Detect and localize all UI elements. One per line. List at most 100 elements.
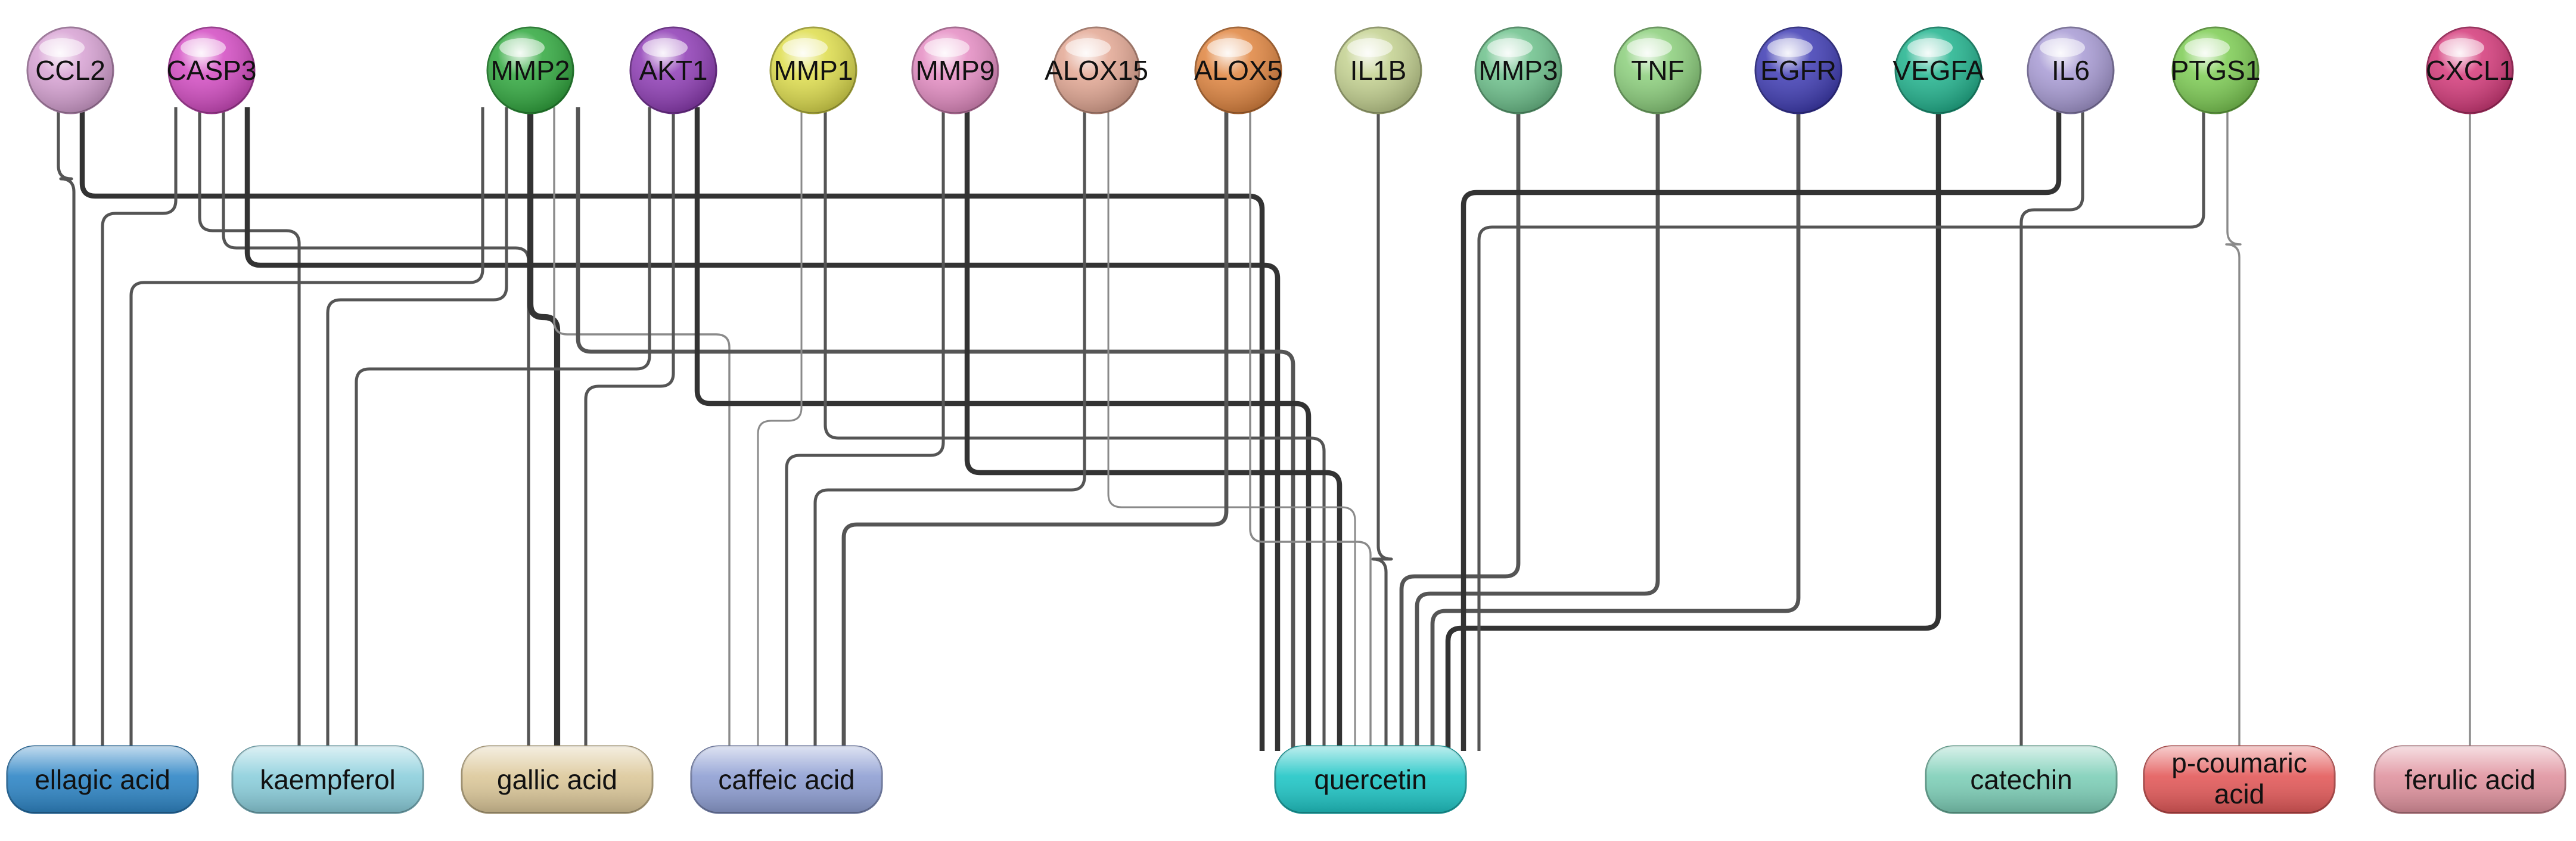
compound-label: catechin xyxy=(1970,764,2072,795)
compound-node-quercetin[interactable]: quercetin xyxy=(1274,745,1467,814)
compound-node-gallic[interactable]: gallic acid xyxy=(461,745,654,814)
gene-node-mmp3[interactable]: MMP3 xyxy=(1474,26,1562,114)
edge-mmp2-ellagic xyxy=(129,107,484,751)
compound-label: gallic acid xyxy=(497,764,617,795)
edge-akt1-gallic xyxy=(584,107,675,751)
compound-nodes: ellagic acid kaempferol gallic acid caffeic… xyxy=(6,745,2566,814)
gene-sphere-highlight xyxy=(1207,38,1253,57)
compound-label: kaempferol xyxy=(260,764,396,795)
edge-mmp1-caffeic xyxy=(757,107,803,751)
edge-mmp2-caffeic xyxy=(553,107,731,751)
compound-label: quercetin xyxy=(1314,764,1427,795)
compound-node-caffeic[interactable]: caffeic acid xyxy=(690,745,883,814)
gene-label: CASP3 xyxy=(167,55,257,86)
gene-label: ALOX5 xyxy=(1194,55,1282,86)
gene-node-alox15[interactable]: ALOX15 xyxy=(1045,26,1148,114)
compound-label: caffeic acid xyxy=(718,764,854,795)
edge-mmp1-quercetin xyxy=(824,107,1326,751)
edge-ccl2-ellagic xyxy=(57,107,76,751)
gene-sphere-highlight xyxy=(1065,38,1111,57)
compound-node-kaempferol[interactable]: kaempferol xyxy=(231,745,424,814)
compound-node-catechin[interactable]: catechin xyxy=(1925,745,2118,814)
gene-node-tnf[interactable]: TNF xyxy=(1614,26,1702,114)
edge-il6-catechin xyxy=(2019,107,2084,751)
gene-nodes: CCL2 CASP3 MMP2 AKT1 MMP1 MMP9 ALOX15 ALOX5 IL1B… xyxy=(26,26,2514,114)
edge-mmp9-caffeic xyxy=(785,107,945,751)
gene-node-egfr[interactable]: EGFR xyxy=(1754,26,1842,114)
gene-label: AKT1 xyxy=(639,55,707,86)
edge-ptgs1-quercetin xyxy=(1477,107,2205,751)
gene-sphere-highlight xyxy=(181,38,226,57)
gene-label: PTGS1 xyxy=(2171,55,2261,86)
compound-label: ferulic acid xyxy=(2404,764,2535,795)
gene-node-mmp1[interactable]: MMP1 xyxy=(769,26,857,114)
gene-sphere-highlight xyxy=(499,38,545,57)
gene-node-vegfa[interactable]: VEGFA xyxy=(1893,26,1984,114)
gene-node-il1b[interactable]: IL1B xyxy=(1334,26,1422,114)
gene-node-il6[interactable]: IL6 xyxy=(2027,26,2115,114)
gene-sphere-highlight xyxy=(1767,38,1813,57)
gene-label: MMP1 xyxy=(774,55,853,86)
edge-akt1-kaempferol xyxy=(355,107,651,751)
edge-mmp2-gallic xyxy=(527,107,561,751)
edges xyxy=(57,107,2471,751)
compound-node-ellagic[interactable]: ellagic acid xyxy=(6,745,199,814)
gene-sphere-highlight xyxy=(2040,38,2085,57)
gene-label: IL1B xyxy=(1350,55,1407,86)
edge-vegfa-quercetin xyxy=(1445,107,1941,751)
edge-casp3-quercetin xyxy=(244,107,1281,751)
edge-tnf-quercetin xyxy=(1415,107,1660,751)
gene-node-ccl2[interactable]: CCL2 xyxy=(26,26,114,114)
gene-label: MMP9 xyxy=(916,55,995,86)
edge-egfr-quercetin xyxy=(1430,107,1801,751)
gene-node-mmp9[interactable]: MMP9 xyxy=(911,26,999,114)
gene-sphere-highlight xyxy=(1347,38,1393,57)
compound-pill-gloss xyxy=(232,746,423,813)
gene-sphere-highlight xyxy=(924,38,970,57)
edge-il6-quercetin xyxy=(1461,107,2062,751)
compound-pill-gloss xyxy=(462,746,652,813)
gene-node-akt1[interactable]: AKT1 xyxy=(629,26,717,114)
gene-sphere-highlight xyxy=(642,38,688,57)
gene-sphere-highlight xyxy=(39,38,85,57)
compound-node-ferulic[interactable]: ferulic acid xyxy=(2373,745,2566,814)
gene-label: CXCL1 xyxy=(2426,55,2514,86)
gene-node-alox5[interactable]: ALOX5 xyxy=(1194,26,1282,114)
edge-mmp2-kaempferol xyxy=(326,107,508,751)
edge-akt1-quercetin xyxy=(694,107,1312,751)
edge-mmp2-quercetin xyxy=(576,107,1295,751)
compound-pill-gloss xyxy=(1926,746,2117,813)
gene-label: VEGFA xyxy=(1893,55,1984,86)
compound-pill-gloss xyxy=(2144,746,2335,813)
gene-sphere-highlight xyxy=(1907,38,1953,57)
edge-alox5-quercetin xyxy=(1249,107,1372,751)
gene-sphere-highlight xyxy=(2185,38,2230,57)
edge-mmp9-quercetin xyxy=(964,107,1343,751)
gene-label: EGFR xyxy=(1760,55,1837,86)
gene-label: IL6 xyxy=(2052,55,2090,86)
gene-node-cxcl1[interactable]: CXCL1 xyxy=(2426,26,2514,114)
gene-sphere-highlight xyxy=(782,38,828,57)
gene-node-ptgs1[interactable]: PTGS1 xyxy=(2171,26,2261,114)
gene-node-casp3[interactable]: CASP3 xyxy=(167,26,257,114)
gene-node-mmp2[interactable]: MMP2 xyxy=(486,26,574,114)
edge-alox15-caffeic xyxy=(813,107,1086,751)
compound-pill-gloss xyxy=(1275,746,1466,813)
edge-alox5-caffeic xyxy=(841,107,1229,751)
edge-casp3-ellagic xyxy=(101,107,178,751)
edge-alox15-quercetin xyxy=(1107,107,1356,751)
compound-pill-gloss xyxy=(2375,746,2565,813)
edge-ptgs1-pcoumaric xyxy=(2225,107,2242,751)
edge-mmp3-quercetin xyxy=(1399,107,1521,751)
compound-pill-gloss xyxy=(7,746,198,813)
gene-label: MMP2 xyxy=(491,55,570,86)
edge-il1b-quercetin xyxy=(1371,107,1393,751)
gene-sphere-highlight xyxy=(2439,38,2484,57)
gene-label: ALOX15 xyxy=(1045,55,1148,86)
gene-label: MMP3 xyxy=(1479,55,1558,86)
gene-sphere-highlight xyxy=(1627,38,1672,57)
gene-label: CCL2 xyxy=(35,55,105,86)
